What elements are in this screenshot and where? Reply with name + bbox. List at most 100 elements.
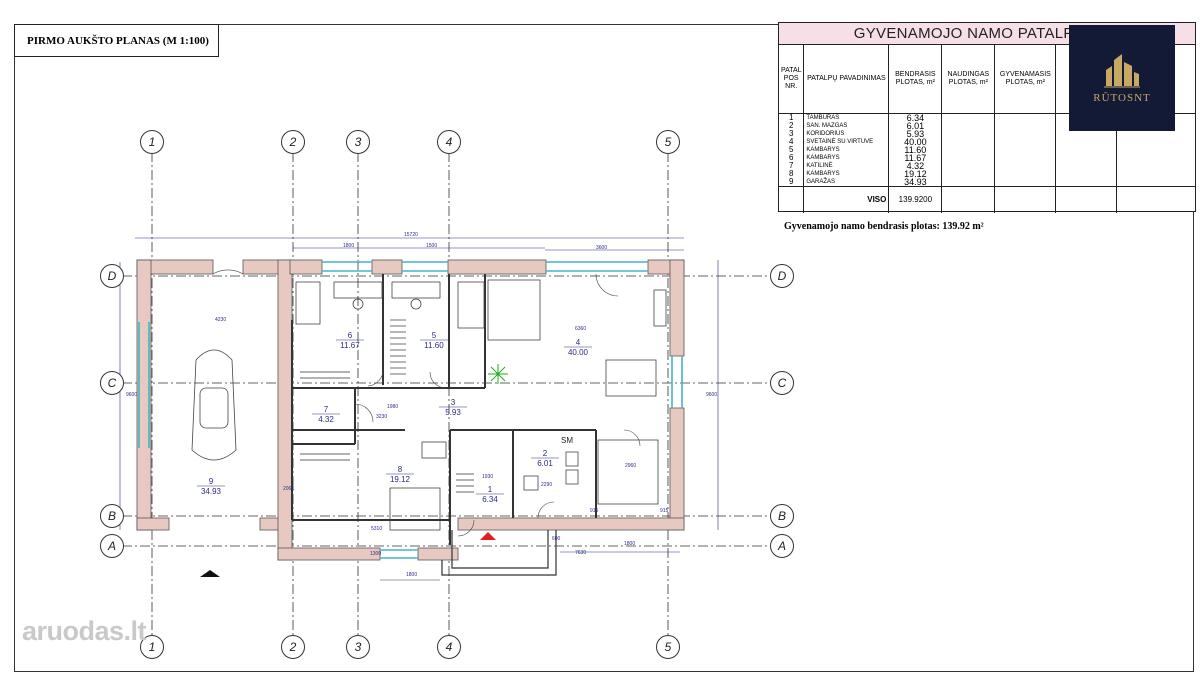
- row-empty: [1116, 138, 1195, 146]
- row-room-name: KAMBARYS: [803, 170, 889, 178]
- row-room-name: KATILINĖ: [803, 162, 889, 170]
- row-area: 4.32: [888, 162, 942, 171]
- row-room-name: TAMBŪRAS: [803, 113, 889, 122]
- axis-bubble-bottom: 5: [656, 635, 680, 659]
- row-area: 5.93: [888, 130, 942, 139]
- room-number-label: 2: [543, 449, 548, 458]
- row-empty: [1116, 170, 1195, 178]
- row-empty: [1055, 162, 1117, 170]
- dimension-text: 1800: [406, 572, 417, 578]
- axis-bubble-right: D: [770, 264, 794, 288]
- dimension-text: 1980: [387, 404, 398, 410]
- total-label: VISO: [803, 186, 889, 213]
- row-area: 6.01: [888, 122, 942, 131]
- axis-bubble-left: A: [100, 534, 124, 558]
- total-area-note: Gyvenamojo namo bendrasis plotas: 139.92…: [784, 221, 984, 232]
- room-number-label: 4: [576, 338, 581, 347]
- dimension-text: 1930: [482, 474, 493, 480]
- room-number-label: 7: [324, 405, 329, 414]
- row-number: 4: [788, 137, 794, 146]
- row-empty: [941, 178, 995, 187]
- dimension-text: 6360: [575, 326, 586, 332]
- dimension-text: 1500: [426, 243, 437, 249]
- row-empty: [1116, 178, 1195, 187]
- row-room-name: KAMBARYS: [803, 154, 889, 162]
- row-empty: [994, 154, 1056, 162]
- row-area: 19.12: [888, 170, 942, 179]
- header-useful-area: NAUDINGAS PLOTAS, m²: [941, 45, 995, 114]
- dimension-text: 5310: [371, 526, 382, 532]
- row-empty: [1055, 170, 1117, 178]
- header-no: PATAL POS NR.: [779, 45, 804, 114]
- dimension-text: 4230: [215, 317, 226, 323]
- axis-bubble-top: 4: [437, 130, 461, 154]
- room-number-label: 9: [209, 477, 214, 486]
- row-room-name: KAMBARYS: [803, 146, 889, 154]
- axis-bubble-left: B: [100, 504, 124, 528]
- axis-bubble-bottom: 4: [437, 635, 461, 659]
- row-room-name: GARAŽAS: [803, 178, 889, 187]
- row-empty: [994, 122, 1056, 130]
- room-area-label: 11.67: [340, 341, 360, 350]
- dimension-text: 7630: [575, 550, 586, 556]
- row-room-name: SAN. MAZGAS: [803, 122, 889, 130]
- dimension-text: 3600: [596, 245, 607, 251]
- row-area: 11.67: [888, 154, 942, 163]
- row-empty: [1116, 162, 1195, 170]
- row-empty: [994, 113, 1056, 122]
- axis-bubble-right: B: [770, 504, 794, 528]
- row-empty: [1055, 154, 1117, 162]
- dimension-text: 2960: [625, 463, 636, 469]
- row-empty: [994, 170, 1056, 178]
- row-empty: [941, 162, 995, 170]
- room-number-label: 1: [488, 485, 493, 494]
- axis-bubble-bottom: 3: [346, 635, 370, 659]
- header-total-area: BENDRASIS PLOTAS, m²: [888, 45, 942, 114]
- entrance-marker-icon: [480, 532, 496, 540]
- dimension-text: 9600: [126, 392, 137, 398]
- watermark-logo: aruodas.lt: [22, 616, 147, 646]
- door-swings: [212, 269, 641, 537]
- company-logo: RŪTOSNT: [1069, 25, 1175, 131]
- compass-star-icon: [488, 364, 508, 384]
- room-number-label: 6: [348, 331, 353, 340]
- dimension-text: 915: [660, 508, 669, 514]
- row-area: 6.34: [888, 113, 942, 122]
- axis-bubble-right: A: [770, 534, 794, 558]
- row-number: 2: [788, 121, 794, 130]
- row-number: 7: [788, 161, 794, 170]
- row-area: 11.60: [888, 146, 942, 155]
- row-area: 40.00: [888, 138, 942, 147]
- row-empty: [1055, 130, 1117, 138]
- dimension-text: 9600: [706, 392, 717, 398]
- row-empty: [1055, 178, 1117, 187]
- dimension-lines: [119, 237, 719, 581]
- room-area-label: 19.12: [390, 475, 411, 484]
- row-empty: [1116, 154, 1195, 162]
- header-name: PATALPŲ PAVADINIMAS: [803, 45, 889, 114]
- row-area: 34.93: [888, 178, 942, 187]
- total-value: 139.9200: [888, 186, 942, 213]
- drawing-border: [14, 24, 1194, 672]
- room-number-label: 5: [432, 331, 437, 340]
- axis-bubble-right: C: [770, 371, 794, 395]
- row-empty: [1116, 146, 1195, 154]
- schedule-total-row: VISO 139.9200: [779, 186, 1195, 213]
- dimension-text: 1300: [370, 551, 381, 557]
- row-empty: [994, 138, 1056, 146]
- row-number: 1: [788, 113, 794, 122]
- room-area-label: 40.00: [568, 348, 589, 357]
- row-empty: [1116, 130, 1195, 138]
- row-number: 8: [788, 169, 794, 178]
- row-empty: [1055, 138, 1117, 146]
- dimension-text: 915: [590, 508, 599, 514]
- row-empty: [941, 170, 995, 178]
